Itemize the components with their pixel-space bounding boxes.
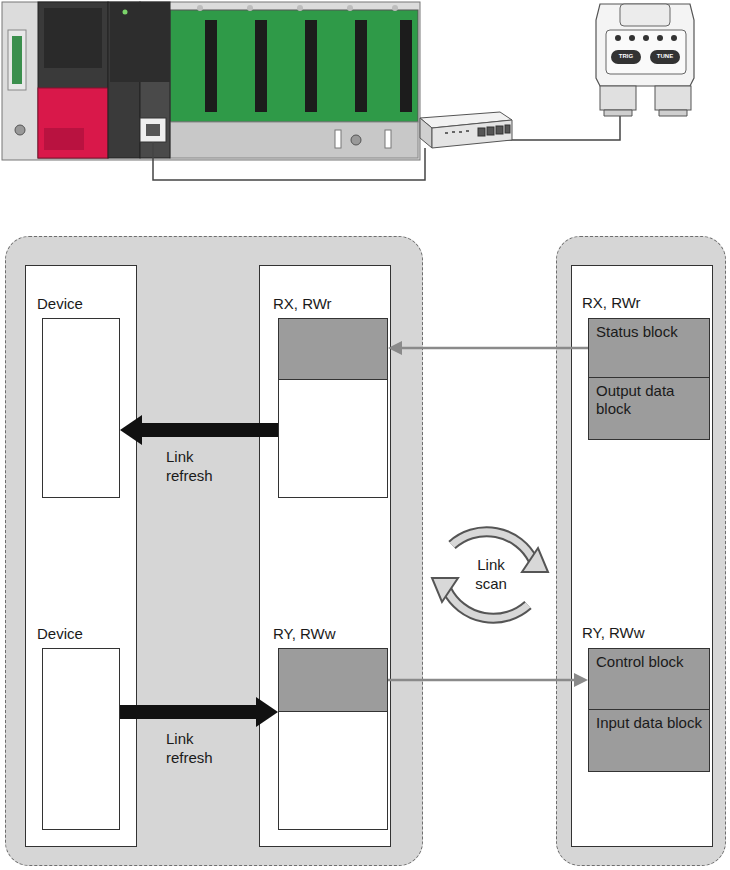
scan-arrow — [388, 341, 588, 355]
link-device-area: RX, RWr — [278, 318, 388, 498]
cycle-label: Link scan — [465, 556, 517, 594]
control-block: Control block — [588, 648, 710, 710]
edge-label: Link refresh — [166, 448, 236, 486]
edge-label: Link refresh — [166, 730, 236, 768]
block-label: Input data block — [589, 710, 709, 736]
area-heading: Device — [37, 625, 83, 642]
shaded-area — [279, 319, 387, 380]
block-label: Control block — [589, 649, 709, 675]
area-heading: RY, RWw — [582, 624, 645, 641]
device-area: Device — [42, 648, 120, 830]
button-text: TUNE — [653, 53, 677, 59]
refresh-arrow — [120, 697, 278, 727]
block-label: Output data block — [589, 378, 709, 422]
device-area: Device — [42, 318, 120, 498]
button-text: TRIG — [614, 53, 638, 59]
input-data-block: Input data block — [588, 709, 710, 772]
refresh-arrow — [120, 415, 278, 445]
link-device-area: RY, RWw — [278, 648, 388, 830]
scan-arrow — [388, 673, 588, 687]
remote-buffer: RY, RWwControl blockInput data block — [588, 648, 710, 772]
area-heading: Device — [37, 295, 83, 312]
status-block: Status block — [588, 318, 710, 378]
output-data-block: Output data block — [588, 377, 710, 440]
block-label: Status block — [589, 319, 709, 345]
area-heading: RY, RWw — [273, 625, 336, 642]
remote-buffer: RX, RWrStatus blockOutput data block — [588, 318, 710, 440]
shaded-area — [279, 649, 387, 712]
area-heading: RX, RWr — [273, 295, 332, 312]
area-heading: RX, RWr — [582, 294, 641, 311]
